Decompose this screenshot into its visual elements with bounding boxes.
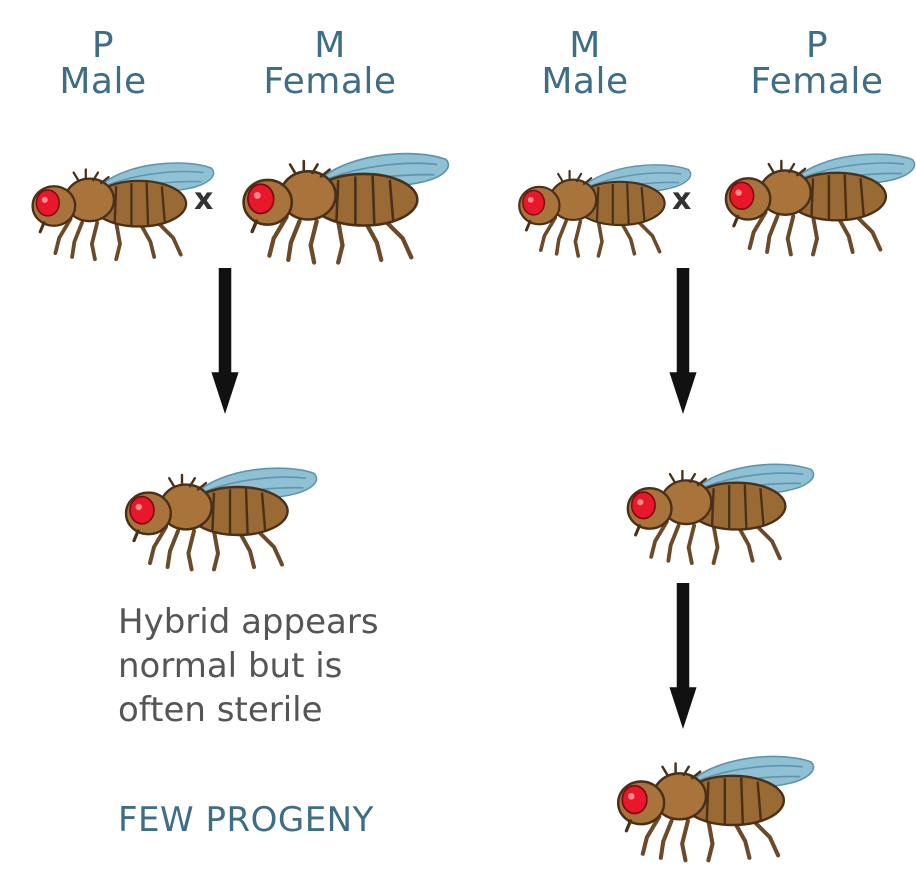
- right-parent2-label: P Female: [742, 28, 892, 100]
- cross-symbol: x: [672, 182, 691, 217]
- left-parent2-label: M Female: [255, 28, 405, 100]
- hybrid-caption: Hybrid appears normal but is often steri…: [118, 600, 379, 732]
- strain-label: P: [742, 28, 892, 64]
- strain-label: M: [530, 28, 640, 64]
- down-arrow-icon: [211, 268, 239, 414]
- fruit-fly-icon: [620, 440, 815, 580]
- strain-label: M: [255, 28, 405, 64]
- down-arrow-icon: [669, 583, 697, 729]
- sex-label: Female: [255, 64, 405, 100]
- fruit-fly-icon: [610, 738, 815, 871]
- fruit-fly-icon: [512, 142, 692, 272]
- outcome-label: FEW PROGENY: [118, 800, 374, 840]
- caption-line: Hybrid appears: [118, 600, 379, 644]
- sex-label: Male: [48, 64, 158, 100]
- caption-line: normal but is: [118, 644, 379, 688]
- fruit-fly-icon: [25, 140, 215, 275]
- sex-label: Female: [742, 64, 892, 100]
- strain-label: P: [48, 28, 158, 64]
- right-parent1-label: M Male: [530, 28, 640, 100]
- left-parent1-label: P Male: [48, 28, 158, 100]
- cross-symbol: x: [194, 182, 213, 217]
- down-arrow-icon: [669, 268, 697, 414]
- caption-line: often sterile: [118, 688, 379, 732]
- fruit-fly-icon: [718, 128, 916, 273]
- sex-label: Male: [530, 64, 640, 100]
- fruit-fly-icon: [118, 445, 318, 585]
- fruit-fly-icon: [235, 130, 450, 278]
